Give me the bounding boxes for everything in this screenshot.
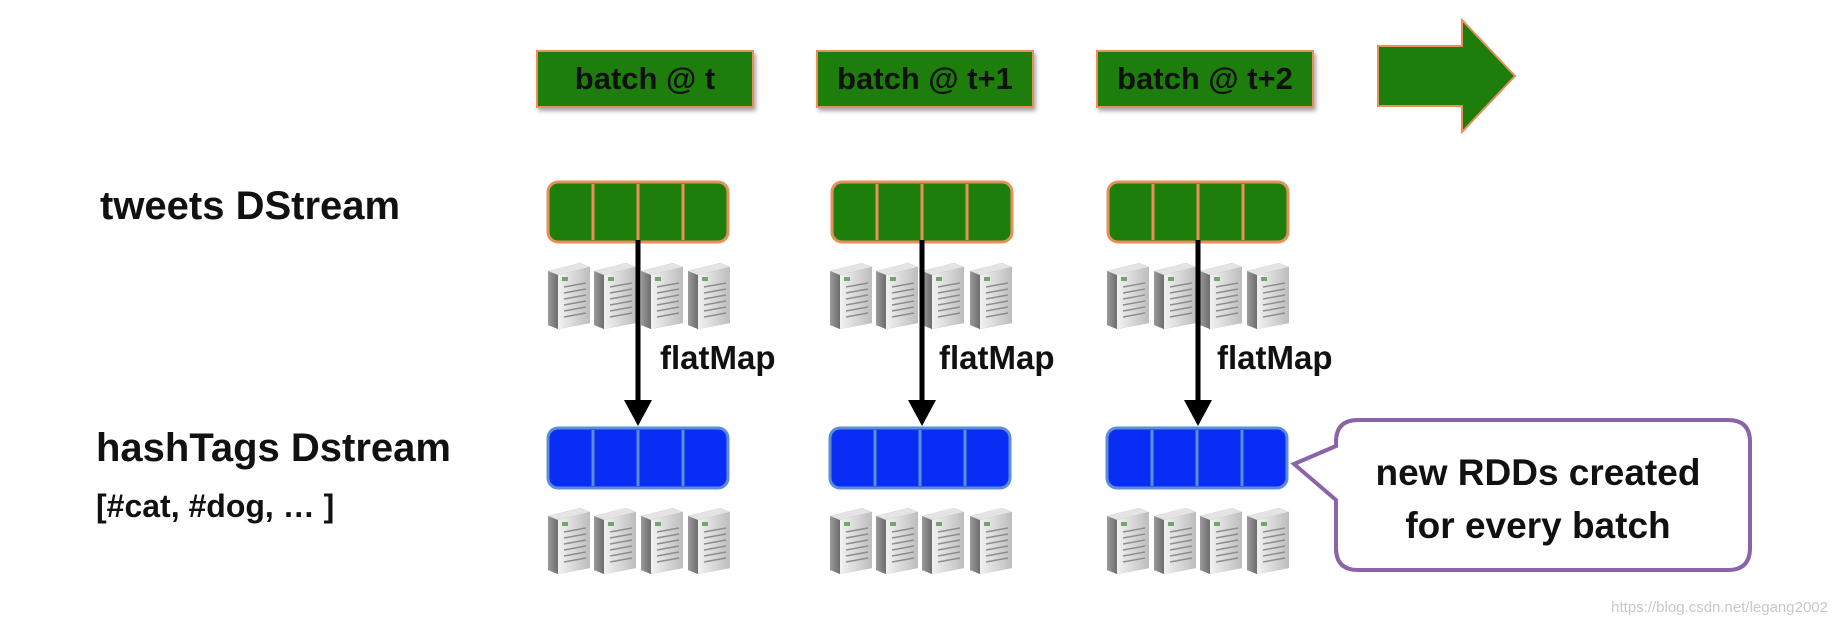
hashtags-example-label: [#cat, #dog, … ] — [96, 488, 335, 524]
server-icon-group-output-2 — [829, 507, 1013, 575]
hashtags-rdd-batch-t — [546, 426, 730, 490]
tweets-rdd-batch-t-plus-1 — [830, 180, 1014, 244]
tweets-dstream-label: tweets DStream — [100, 184, 401, 228]
hashtags-rdd-batch-t-plus-1 — [828, 426, 1012, 490]
tweets-rdd-batch-t — [546, 180, 730, 244]
server-icon-group-output-1 — [547, 507, 731, 575]
timeline-arrow-icon — [1377, 17, 1517, 135]
source-watermark: https://blog.csdn.net/legang2002 — [1611, 599, 1828, 616]
flatmap-arrow-1 — [624, 240, 652, 426]
batch-label-t-plus-2: batch @ t+2 — [1096, 50, 1314, 108]
flatmap-arrow-3 — [1184, 240, 1212, 426]
hashtags-rdd-batch-t-plus-2 — [1105, 426, 1289, 490]
callout-text: new RDDs created for every batch — [1328, 446, 1748, 552]
server-icon-group-input-1 — [547, 262, 731, 330]
tweets-rdd-batch-t-plus-2 — [1106, 180, 1290, 244]
batch-label-t: batch @ t — [536, 50, 754, 108]
callout-line-1: new RDDs created — [1375, 452, 1701, 493]
flatmap-arrow-2 — [908, 240, 936, 426]
flatmap-label-1: flatMap — [660, 339, 776, 376]
server-icon-group-input-2 — [829, 262, 1013, 330]
flatmap-label-3: flatMap — [1217, 339, 1333, 376]
server-icon-group-output-3 — [1106, 507, 1290, 575]
server-icon-group-input-3 — [1106, 262, 1290, 330]
flatmap-label-2: flatMap — [939, 339, 1055, 376]
hashtags-dstream-label: hashTags Dstream — [96, 426, 451, 470]
batch-label-t-plus-1: batch @ t+1 — [816, 50, 1034, 108]
callout-line-2: for every batch — [1405, 505, 1671, 546]
